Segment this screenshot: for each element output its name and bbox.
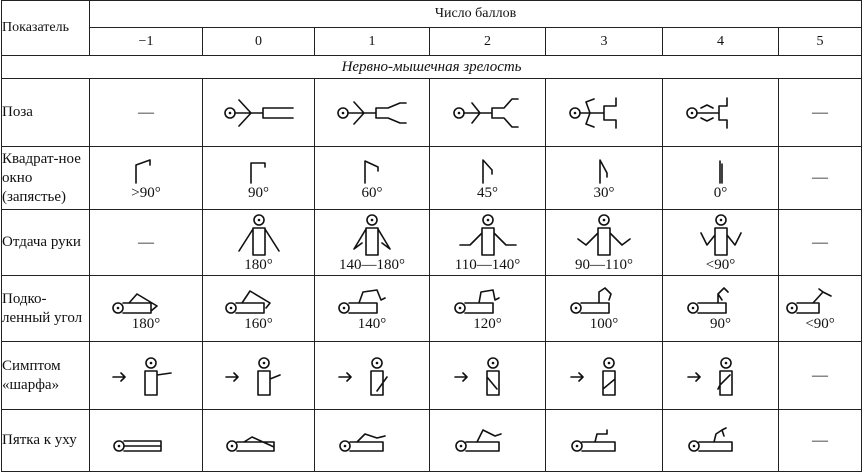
posture-1-icon	[337, 100, 407, 125]
cell-posture-m1: —	[89, 78, 203, 147]
cell-square-window-4: 0°	[662, 146, 779, 210]
cell-posture-2	[429, 78, 546, 147]
section-title: Нервно-мышечная зрелость	[0, 55, 862, 79]
cell-arm-recoil-m1: —	[89, 209, 203, 276]
posture-4-icon	[685, 96, 728, 129]
cell-square-window-5: —	[777, 146, 862, 210]
cell-popliteal-3: 100°	[545, 275, 663, 342]
cell-scarf-4	[662, 341, 779, 410]
cell-popliteal-0: 160°	[202, 275, 315, 342]
scarf-sign-icon	[224, 356, 281, 396]
score-col-3: 3	[545, 27, 663, 56]
arm-recoil-icon	[353, 213, 391, 256]
popliteal-angle-icon	[786, 287, 832, 314]
cell-popliteal-m1: 180°	[89, 275, 203, 342]
scarf-sign-icon	[453, 356, 500, 396]
heel-to-ear-icon	[225, 435, 275, 452]
cell-scarf-m1	[89, 341, 203, 410]
cell-scarf-3	[545, 341, 663, 410]
cell-heel-3	[545, 409, 663, 472]
cell-posture-5: —	[777, 78, 862, 147]
popliteal-angle-icon	[453, 288, 500, 314]
cell-popliteal-1: 140°	[314, 275, 430, 342]
row-label-heel-to-ear: Пятка к уху	[1, 409, 90, 472]
scarf-sign-icon	[686, 356, 733, 396]
row-label-arm-recoil: Отдача руки	[1, 209, 90, 276]
cell-arm-recoil-5: —	[777, 209, 862, 276]
arm-recoil-icon	[458, 213, 517, 256]
score-col-4: 4	[662, 27, 779, 56]
cell-scarf-0	[202, 341, 315, 410]
cell-heel-2	[429, 409, 546, 472]
cell-square-window-3: 30°	[545, 146, 663, 210]
scarf-sign-icon	[570, 356, 616, 396]
row-label-square-window: Квадрат-ное окно (запястье)	[1, 146, 90, 210]
arm-recoil-icon	[237, 213, 280, 256]
cell-square-window-0: 90°	[202, 146, 315, 210]
square-window-icon	[718, 160, 723, 184]
square-window-icon	[599, 159, 608, 184]
heel-to-ear-icon	[454, 428, 502, 452]
cell-scarf-5: —	[777, 341, 862, 410]
cell-heel-1	[314, 409, 430, 472]
posture-2-icon	[452, 97, 519, 128]
popliteal-angle-icon	[224, 289, 271, 314]
popliteal-angle-icon	[686, 286, 729, 314]
cell-scarf-1	[314, 341, 430, 410]
cell-scarf-2	[429, 341, 546, 410]
cell-arm-recoil-4: <90°	[662, 209, 779, 276]
row-label-posture: Поза	[1, 78, 90, 147]
cell-heel-m1	[89, 409, 203, 472]
heel-to-ear-icon	[571, 428, 616, 452]
heel-to-ear-icon	[687, 426, 733, 452]
cell-posture-4	[662, 78, 779, 147]
heel-to-ear-icon	[113, 439, 162, 452]
scarf-sign-icon	[112, 356, 172, 396]
cell-arm-recoil-3: 90—110°	[545, 209, 663, 276]
cell-square-window-1: 60°	[314, 146, 430, 210]
row-label-popliteal-angle: Подко-ленный угол	[1, 275, 90, 342]
square-window-icon	[481, 159, 493, 184]
arm-recoil-icon	[577, 213, 631, 256]
header-indicator: Показатель	[1, 0, 90, 56]
posture-0-icon	[223, 98, 294, 127]
row-label-scarf-sign: Симптом «шарфа»	[1, 341, 90, 410]
cell-heel-0	[202, 409, 315, 472]
cell-arm-recoil-0: 180°	[202, 209, 315, 276]
cell-square-window-2: 45°	[429, 146, 546, 210]
cell-posture-1	[314, 78, 430, 147]
scarf-sign-icon	[338, 356, 388, 396]
cell-posture-3	[545, 78, 663, 147]
score-col-2: 2	[429, 27, 546, 56]
square-window-icon	[249, 162, 266, 184]
cell-posture-0	[202, 78, 315, 147]
popliteal-angle-icon	[112, 292, 158, 314]
cell-popliteal-4: 90°	[662, 275, 779, 342]
cell-popliteal-5: <90°	[777, 275, 862, 342]
cell-popliteal-2: 120°	[429, 275, 546, 342]
arm-recoil-icon	[699, 213, 742, 256]
posture-3-icon	[569, 96, 617, 129]
heel-to-ear-icon	[339, 432, 386, 452]
popliteal-angle-icon	[338, 288, 386, 314]
cell-arm-recoil-2: 110—140°	[429, 209, 546, 276]
square-window-icon	[135, 159, 151, 184]
score-col--1: −1	[89, 27, 203, 56]
cell-arm-recoil-1: 140—180°	[314, 209, 430, 276]
score-col-0: 0	[202, 27, 315, 56]
header-score-title: Число баллов	[88, 0, 862, 28]
square-window-icon	[364, 160, 379, 184]
popliteal-angle-icon	[570, 286, 612, 314]
score-col-1: 1	[314, 27, 430, 56]
score-col-5: 5	[777, 27, 862, 56]
cell-heel-4	[662, 409, 779, 472]
cell-heel-5: —	[777, 409, 862, 472]
cell-square-window-m1: >90°	[89, 146, 203, 210]
